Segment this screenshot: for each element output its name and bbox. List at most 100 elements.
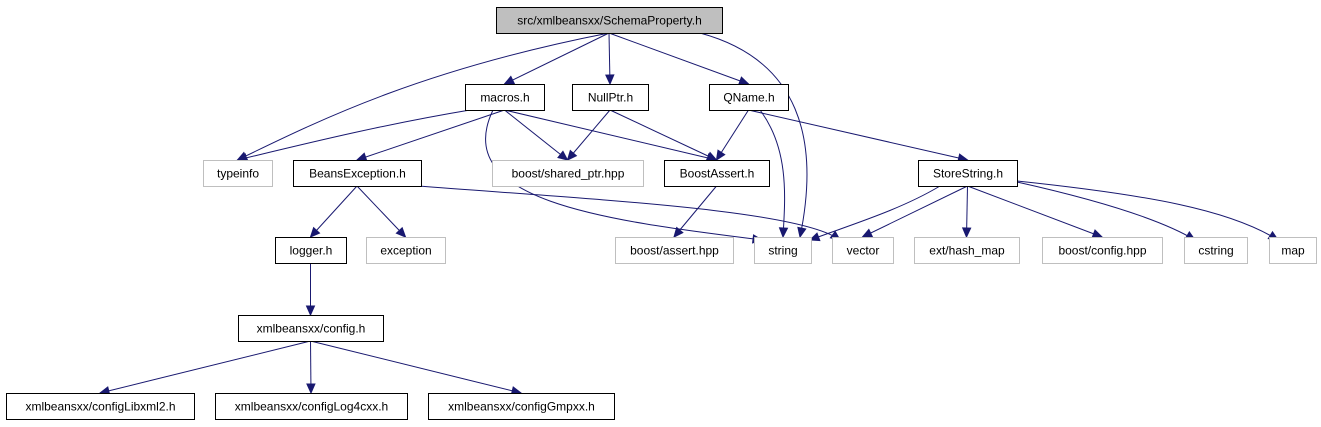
node-label-sharedptr: boost/shared_ptr.hpp bbox=[512, 167, 625, 181]
arrowhead-boostassert-to-assert_hpp bbox=[673, 226, 684, 238]
node-label-gmpxx: xmlbeansxx/configGmpxx.h bbox=[448, 400, 595, 414]
node-nullptr[interactable]: NullPtr.h bbox=[572, 84, 649, 111]
node-label-beansexc: BeansException.h bbox=[309, 167, 406, 181]
arrowhead-storestring-to-hashmap bbox=[961, 227, 972, 239]
edge-storestring-to-config_hpp bbox=[967, 185, 1103, 238]
edge-beansexc-to-logger bbox=[310, 185, 358, 238]
node-label-string: string bbox=[768, 244, 797, 258]
edge-qname-to-boostassert bbox=[716, 109, 749, 161]
edge-macros-to-beansexc bbox=[356, 109, 505, 161]
edge-storestring-to-string bbox=[809, 185, 941, 241]
arrowhead-storestring-to-vector bbox=[861, 228, 874, 238]
node-label-config: xmlbeansxx/config.h bbox=[257, 322, 366, 336]
node-log4cxx[interactable]: xmlbeansxx/configLog4cxx.h bbox=[215, 393, 408, 420]
node-box-nullptr bbox=[572, 84, 649, 111]
edge-macros-to-sharedptr bbox=[504, 109, 568, 161]
node-root[interactable]: src/xmlbeansxx/SchemaProperty.h bbox=[496, 7, 723, 34]
edge-root-to-macros bbox=[504, 32, 610, 85]
edges-layer bbox=[98, 32, 1280, 396]
edge-boostassert-to-assert_hpp bbox=[673, 185, 717, 238]
edge-macros-to-typeinfo bbox=[237, 109, 471, 161]
edge-macros-to-boostassert bbox=[504, 109, 717, 161]
node-assert_hpp: boost/assert.hpp bbox=[615, 237, 734, 264]
arrowhead-nullptr-to-boostassert bbox=[705, 151, 718, 161]
node-label-storestring: StoreString.h bbox=[933, 167, 1003, 181]
node-box-config_hpp bbox=[1042, 237, 1163, 264]
edge-beansexc-to-exception bbox=[356, 185, 406, 238]
node-label-root: src/xmlbeansxx/SchemaProperty.h bbox=[517, 14, 702, 28]
node-map: map bbox=[1269, 237, 1317, 264]
arrowhead-root-to-macros bbox=[503, 75, 516, 85]
node-cstring: cstring bbox=[1184, 237, 1248, 264]
edge-root-to-string bbox=[699, 32, 808, 238]
node-label-boostassert: BoostAssert.h bbox=[680, 167, 755, 181]
arrowhead-macros-to-beansexc bbox=[355, 152, 368, 162]
arrowhead-beansexc-to-logger bbox=[309, 226, 321, 238]
arrowhead-root-to-nullptr bbox=[605, 74, 615, 86]
node-logger[interactable]: logger.h bbox=[275, 237, 347, 264]
node-boostassert[interactable]: BoostAssert.h bbox=[664, 160, 770, 187]
arrowhead-storestring-to-string bbox=[808, 232, 821, 242]
arrowhead-nullptr-to-sharedptr bbox=[566, 149, 578, 161]
node-box-exception bbox=[366, 237, 446, 264]
node-typeinfo: typeinfo bbox=[203, 160, 273, 187]
edge-storestring-to-cstring bbox=[1016, 181, 1196, 241]
arrowhead-qname-to-boostassert bbox=[715, 149, 726, 162]
edge-qname-to-storestring bbox=[748, 109, 968, 161]
edge-config-to-libxml2 bbox=[99, 340, 311, 394]
edge-qname-to-string bbox=[759, 109, 786, 238]
node-label-map: map bbox=[1281, 244, 1305, 258]
arrowhead-beansexc-to-exception bbox=[395, 226, 407, 238]
node-box-log4cxx bbox=[215, 393, 408, 420]
node-label-typeinfo: typeinfo bbox=[217, 167, 259, 181]
node-vector: vector bbox=[832, 237, 894, 264]
node-label-log4cxx: xmlbeansxx/configLog4cxx.h bbox=[235, 400, 388, 414]
edge-nullptr-to-boostassert bbox=[609, 109, 717, 161]
nodes-layer: src/xmlbeansxx/SchemaProperty.h macros.h N… bbox=[6, 7, 1317, 420]
node-box-boostassert bbox=[664, 160, 770, 187]
edge-root-to-qname bbox=[608, 32, 749, 85]
node-beansexc[interactable]: BeansException.h bbox=[293, 160, 422, 187]
node-box-libxml2 bbox=[6, 393, 195, 420]
edge-config-to-gmpxx bbox=[310, 340, 522, 394]
node-label-logger: logger.h bbox=[290, 244, 333, 258]
edge-root-to-typeinfo bbox=[237, 32, 610, 161]
edge-beansexc-to-vector bbox=[417, 185, 841, 241]
node-box-storestring bbox=[918, 160, 1018, 187]
edge-nullptr-to-sharedptr bbox=[567, 109, 611, 161]
edge-macros-to-string bbox=[485, 109, 763, 241]
node-box-map bbox=[1269, 237, 1317, 264]
node-label-macros: macros.h bbox=[480, 91, 529, 105]
node-gmpxx[interactable]: xmlbeansxx/configGmpxx.h bbox=[428, 393, 615, 420]
node-box-hashmap bbox=[914, 237, 1020, 264]
node-label-nullptr: NullPtr.h bbox=[588, 91, 633, 105]
node-label-vector: vector bbox=[847, 244, 880, 258]
node-box-config bbox=[238, 315, 384, 342]
arrowhead-storestring-to-config_hpp bbox=[1091, 229, 1104, 239]
node-box-typeinfo bbox=[203, 160, 273, 187]
node-qname[interactable]: QName.h bbox=[709, 84, 789, 111]
edge-storestring-to-vector bbox=[862, 185, 968, 238]
arrowhead-logger-to-config bbox=[305, 305, 316, 317]
node-libxml2[interactable]: xmlbeansxx/configLibxml2.h bbox=[6, 393, 195, 420]
arrowhead-config-to-log4cxx bbox=[306, 383, 316, 395]
node-label-exception: exception bbox=[380, 244, 431, 258]
node-label-qname: QName.h bbox=[723, 91, 774, 105]
node-box-sharedptr bbox=[492, 160, 644, 187]
node-macros[interactable]: macros.h bbox=[465, 84, 545, 111]
node-config[interactable]: xmlbeansxx/config.h bbox=[238, 315, 384, 342]
node-box-gmpxx bbox=[428, 393, 615, 420]
node-box-cstring bbox=[1184, 237, 1248, 264]
node-sharedptr: boost/shared_ptr.hpp bbox=[492, 160, 644, 187]
node-label-assert_hpp: boost/assert.hpp bbox=[630, 244, 719, 258]
node-box-root bbox=[496, 7, 723, 34]
node-label-config_hpp: boost/config.hpp bbox=[1058, 244, 1146, 258]
node-storestring[interactable]: StoreString.h bbox=[918, 160, 1018, 187]
node-label-libxml2: xmlbeansxx/configLibxml2.h bbox=[25, 400, 175, 414]
node-box-vector bbox=[832, 237, 894, 264]
node-label-hashmap: ext/hash_map bbox=[929, 244, 1005, 258]
node-box-logger bbox=[275, 237, 347, 264]
node-box-string bbox=[754, 237, 812, 264]
arrowhead-macros-to-sharedptr bbox=[557, 150, 569, 161]
